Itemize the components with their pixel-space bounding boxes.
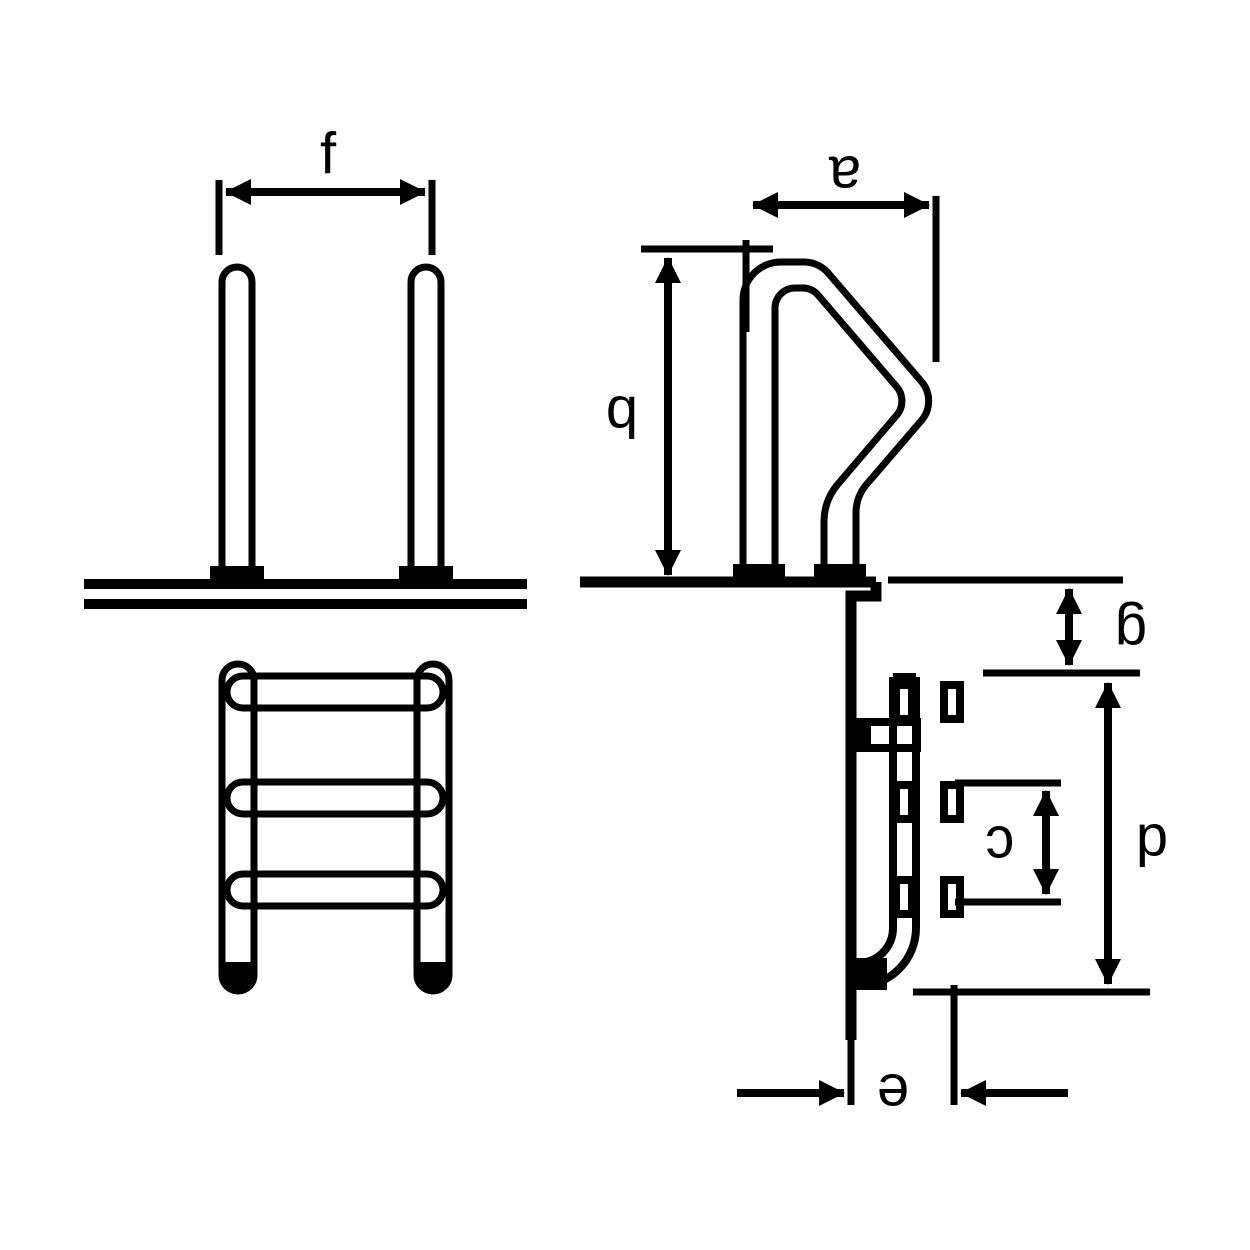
ladder-side-view [737,576,1150,1106]
step-bracket-right-3 [940,876,964,918]
dimension-label-c: c [986,814,1015,879]
dimension-label-g: g [1115,601,1147,666]
step-bracket-left-3 [892,876,916,918]
anchor-block-left [210,566,264,582]
anchor-block-right [399,566,453,582]
step-bracket-right-1 [940,681,964,723]
ladder-bottom-anchor-block [849,958,887,990]
handrail-front-post-left [218,263,256,570]
dimension-label-f: f [320,121,337,186]
dimension-label-e: e [877,1062,909,1127]
ladder-step-3 [223,870,447,910]
ladder-step-2 [223,778,447,818]
ladder-step-1 [223,672,447,712]
wall-bracket-anchor-block [849,718,871,752]
ladder-front-rail-right [413,660,453,995]
dimension-labels: f a b g d c e [320,121,1168,1126]
dimension-label-d: d [1136,812,1168,877]
step-bracket-left-1 [892,681,916,723]
step-bracket-right-2 [940,781,964,823]
handrail-tube-outer [739,258,933,566]
ladder-front-view [218,660,453,995]
ladder-front-rail-left [218,660,258,995]
handrail-front-post-right [407,263,445,570]
handrail-side-view [580,192,940,588]
ladder-foot-right [417,962,449,991]
step-bracket-left-2 [892,781,916,823]
handrail-tube-inner [771,284,906,566]
dimension-label-b: b [606,384,638,449]
dimension-label-a: a [828,144,861,209]
ladder-foot-left [222,962,254,991]
handrail-front-view [84,179,527,609]
pool-wall-profile [845,582,882,1040]
